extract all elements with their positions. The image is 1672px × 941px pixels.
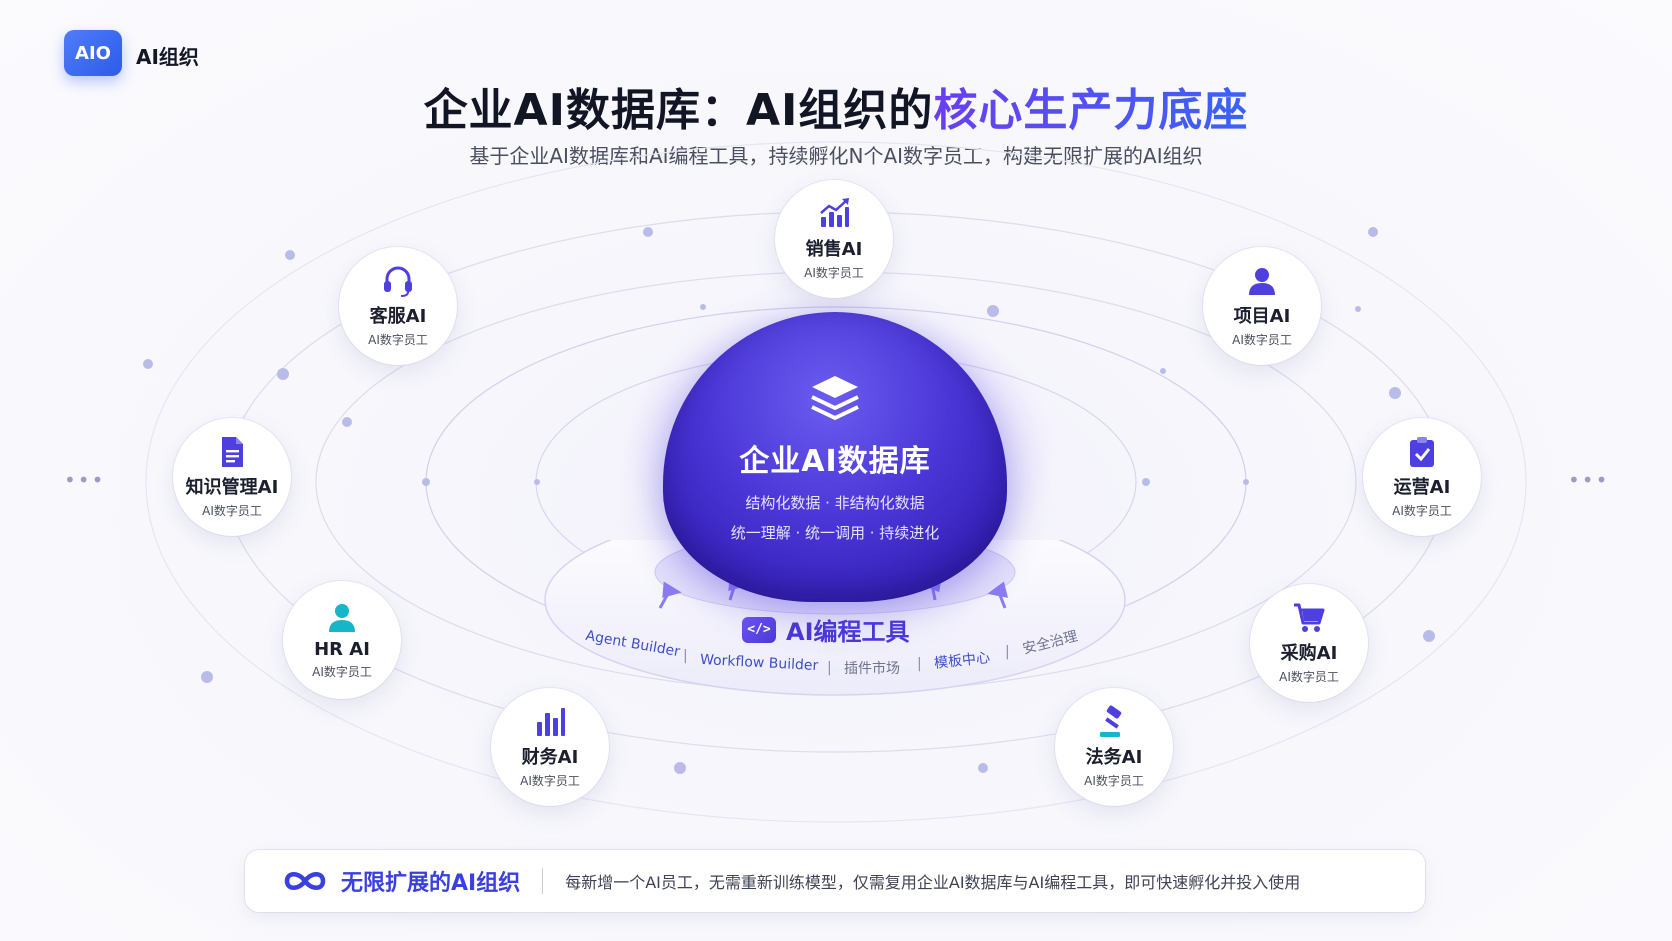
user-icon (1249, 268, 1275, 295)
node-knowledge[interactable]: 知识管理AI AI数字员工 (173, 418, 291, 536)
logo-mark[interactable]: AIO (64, 30, 122, 76)
person-icon (329, 603, 355, 632)
node-subtitle: AI数字员工 (1232, 333, 1292, 347)
node-title: 运营AI (1393, 477, 1451, 498)
node-subtitle: AI数字员工 (804, 266, 864, 280)
platform-separator: | (683, 648, 688, 664)
footer-divider (542, 868, 544, 894)
more-dots-left: ••• (64, 468, 106, 492)
footer-bar: 无限扩展的AI组织 每新增一个AI员工，无需重新训练模型，仅需复用企业AI数据库… (245, 850, 1425, 912)
platform-title: AI编程工具 (786, 618, 910, 646)
cart-icon (1294, 603, 1325, 632)
chart-growth-icon (820, 198, 849, 227)
footer-title: 无限扩展的AI组织 (341, 871, 521, 896)
headset-icon (384, 266, 412, 297)
node-title: 采购AI (1280, 643, 1338, 664)
node-finance[interactable]: 财务AI AI数字员工 (491, 688, 609, 806)
bar-chart-icon (537, 708, 565, 736)
platform-separator: | (917, 656, 922, 672)
document-icon (222, 437, 243, 467)
node-subtitle: AI数字员工 (1279, 670, 1339, 684)
core-sphere[interactable] (663, 312, 1007, 602)
clipboard-check-icon (1410, 437, 1434, 467)
node-subtitle: AI数字员工 (312, 664, 372, 679)
platform-separator: | (1005, 644, 1010, 660)
node-title: 项目AI (1233, 306, 1291, 327)
node-operation[interactable]: 运营AI AI数字员工 (1363, 418, 1481, 536)
node-hr[interactable]: HR AI AI数字员工 (283, 581, 401, 699)
node-title: 法务AI (1085, 747, 1143, 768)
platform-label: </> AI编程工具 (742, 612, 910, 647)
node-title: 客服AI (369, 306, 427, 327)
more-dots-right: ••• (1568, 468, 1610, 492)
node-subtitle: AI数字员工 (368, 333, 428, 347)
code-icon: </> (742, 616, 776, 643)
node-project[interactable]: 项目AI AI数字员工 (1203, 247, 1321, 365)
layers-icon (811, 376, 859, 420)
node-purchase[interactable]: 采购AI AI数字员工 (1250, 584, 1368, 702)
node-title: HR AI (314, 638, 370, 660)
node-title: 知识管理AI (185, 477, 279, 498)
page-title: 企业AI数据库：AI组织的核心生产力底座 (0, 74, 1672, 138)
node-subtitle: AI数字员工 (202, 504, 262, 518)
node-legal[interactable]: 法务AI AI数字员工 (1055, 688, 1173, 806)
platform-separator: | (827, 660, 832, 676)
title-main: 企业AI数据库：AI组织的 (423, 85, 934, 136)
infinity-icon (284, 872, 326, 890)
core-title: 企业AI数据库 (739, 444, 931, 479)
node-title: 财务AI (521, 747, 579, 768)
node-subtitle: AI数字员工 (520, 774, 580, 788)
node-title: 销售AI (805, 239, 863, 260)
core-line-1: 结构化数据 · 非结构化数据 (745, 494, 925, 512)
core-line-2: 统一理解 · 统一调用 · 持续进化 (730, 524, 940, 542)
footer-text: 每新增一个AI员工，无需重新训练模型，仅需复用企业AI数据库与AI编程工具，即可… (565, 873, 1301, 892)
node-customer-service[interactable]: 客服AI AI数字员工 (339, 247, 457, 365)
node-subtitle: AI数字员工 (1392, 504, 1452, 518)
platform-item-plugin-market[interactable]: 插件市场 (844, 661, 900, 677)
title-highlight: 核心生产力底座 (933, 85, 1249, 136)
gavel-icon (1100, 705, 1122, 737)
node-sales[interactable]: 销售AI AI数字员工 (775, 180, 893, 298)
node-subtitle: AI数字员工 (1084, 774, 1144, 788)
logo-name: AI组织 (136, 45, 199, 69)
